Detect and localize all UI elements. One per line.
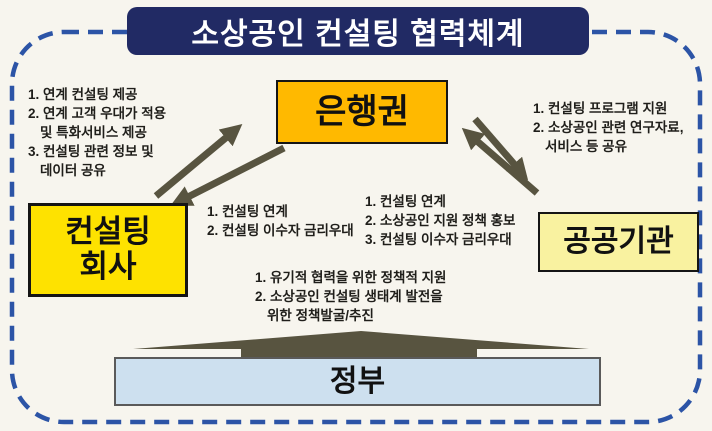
note-line: 서비스 등 공유 — [545, 139, 628, 154]
note-line: 및 특화서비스 제공 — [40, 125, 147, 140]
note-line: 2. 소상공인 컨설팅 생태계 발전을 — [255, 289, 443, 304]
bank-public-arrows — [461, 116, 540, 196]
note-bank-to-consulting: 1. 컨설팅 연계 2. 컨설팅 이수자 금리우대 — [207, 202, 354, 240]
node-consulting-label-line2: 회사 — [79, 249, 137, 284]
note-line: 위한 정책발굴/추진 — [267, 308, 374, 323]
note-line: 2. 소상공인 관련 연구자료, — [533, 120, 684, 135]
note-line: 데이터 공유 — [40, 163, 106, 178]
note-public-to-bank: 1. 컨설팅 프로그램 지원 2. 소상공인 관련 연구자료, 서비스 등 공유 — [533, 99, 683, 156]
consulting-bank-arrows — [153, 124, 286, 206]
note-line: 2. 연계 고객 우대가 적용 — [28, 106, 167, 121]
note-line: 2. 컨설팅 이수자 금리우대 — [207, 223, 354, 238]
diagram-title: 소상공인 컨설팅 협력체계 — [127, 7, 589, 55]
note-line: 3. 컨설팅 이수자 금리우대 — [365, 232, 512, 247]
note-line: 3. 컨설팅 관련 정보 및 — [28, 144, 154, 159]
node-government: 정부 — [114, 357, 601, 406]
node-public-institution: 공공기관 — [538, 212, 699, 272]
note-line: 1. 유기적 협력을 위한 정책적 지원 — [255, 270, 447, 285]
note-line: 2. 소상공인 지원 정책 홍보 — [365, 213, 516, 228]
note-line: 1. 컨설팅 프로그램 지원 — [533, 101, 668, 116]
node-bank: 은행권 — [276, 80, 448, 144]
government-up-arrow — [133, 331, 589, 358]
node-public-label: 공공기관 — [563, 225, 674, 259]
note-line: 1. 컨설팅 연계 — [207, 204, 288, 219]
note-consulting-to-bank: 1. 연계 컨설팅 제공 2. 연계 고객 우대가 적용 및 특화서비스 제공 … — [28, 85, 166, 180]
node-government-label: 정부 — [329, 364, 386, 398]
node-consulting-label-line1: 컨설팅 — [65, 214, 151, 250]
note-line: 1. 컨설팅 연계 — [365, 194, 446, 209]
note-line: 1. 연계 컨설팅 제공 — [28, 87, 138, 102]
node-bank-label: 은행권 — [315, 92, 409, 131]
node-consulting-company: 컨설팅 회사 — [28, 203, 188, 297]
note-bank-to-public: 1. 컨설팅 연계 2. 소상공인 지원 정책 홍보 3. 컨설팅 이수자 금리… — [365, 192, 515, 249]
note-government-support: 1. 유기적 협력을 위한 정책적 지원 2. 소상공인 컨설팅 생태계 발전을… — [255, 268, 446, 325]
